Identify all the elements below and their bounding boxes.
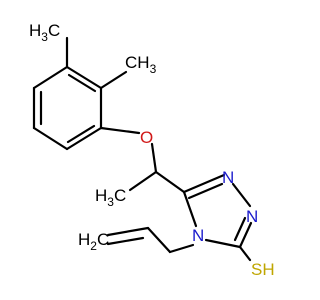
- methyl-side-label: H3C: [95, 186, 126, 209]
- triazole-ring: [182, 173, 253, 249]
- n1-label: N: [222, 168, 234, 187]
- bond-methyl-right: [99, 70, 128, 90]
- structure-canvas: H3C CH3 O H3C N N N SH H2C: [29, 21, 275, 279]
- thiol-label: SH: [251, 260, 275, 279]
- bond-ch-ch2-double-b: [106, 236, 145, 246]
- bond-c3-n4: [204, 238, 242, 249]
- bond-n2-c3-double: [233, 216, 247, 242]
- methyl-right-label: CH3: [125, 53, 157, 76]
- bond: [65, 126, 103, 151]
- bond-ring-oxygen: [99, 126, 141, 135]
- bond-oxygen-ch: [150, 142, 158, 174]
- bond-n4-c5: [182, 190, 198, 228]
- bond: [32, 126, 69, 151]
- bond-n1-n2: [231, 182, 252, 208]
- bond-ch-ch2-double-a: [106, 226, 150, 237]
- bond-c5-n1: [182, 173, 226, 194]
- bond-n4-ch2: [168, 243, 195, 254]
- n2-label: N: [246, 207, 258, 226]
- bond: [65, 65, 103, 90]
- oxygen-label: O: [140, 128, 153, 147]
- molecule-structure: H3C CH3 O H3C N N N SH H2C: [29, 21, 275, 279]
- bond-c3-sh: [238, 245, 252, 262]
- vinyl-label: H2C: [78, 230, 109, 253]
- bond-n2-c3: [238, 221, 253, 249]
- bond-ch-methyl: [128, 170, 158, 192]
- bond-ch2-ch: [146, 226, 172, 254]
- aromatic-inner-bond: [67, 73, 97, 93]
- aromatic-inner-bond: [66, 124, 96, 144]
- bond-c5-n1-double: [187, 182, 224, 200]
- methyl-top-label: H3C: [29, 21, 60, 44]
- n4-label: N: [192, 226, 204, 245]
- benzene-ring: [32, 65, 103, 151]
- bond-ch-c5: [154, 170, 186, 194]
- bond: [32, 65, 69, 90]
